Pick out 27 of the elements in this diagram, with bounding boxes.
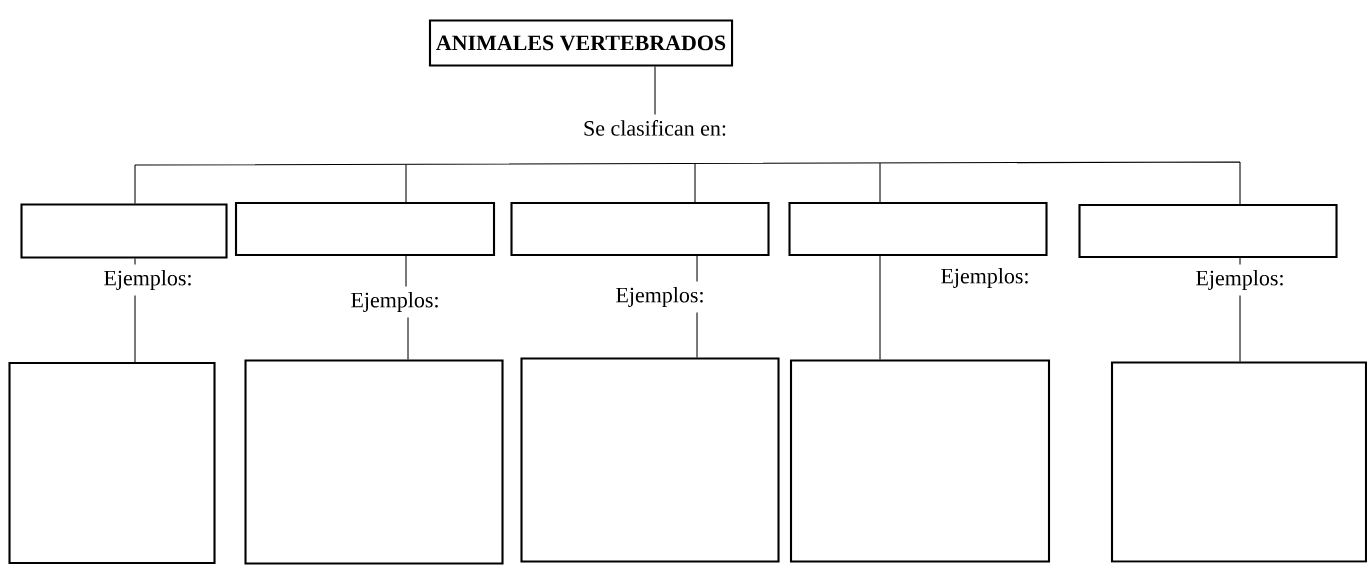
answer-box <box>1110 361 1367 563</box>
example-label: Ejemplos: <box>104 270 191 290</box>
connector-line <box>879 255 881 360</box>
connector-line <box>134 258 136 265</box>
heading-text: Se clasifican en: <box>584 120 726 136</box>
example-label: Ejemplos: <box>1196 270 1283 290</box>
answer-box <box>20 203 228 259</box>
answer-box <box>8 361 216 565</box>
answer-box <box>1078 203 1338 259</box>
answer-box <box>520 357 780 563</box>
answer-box <box>789 359 1051 563</box>
answer-box <box>244 359 504 565</box>
connector-line <box>696 312 698 358</box>
connector-line <box>1239 257 1241 265</box>
answer-box <box>510 201 770 257</box>
connector-line <box>405 255 407 287</box>
answer-box <box>234 201 496 257</box>
connector-line <box>696 255 698 282</box>
connector-line <box>407 317 409 360</box>
edge-label: Ejemplos: <box>936 264 1034 292</box>
connector-line <box>1239 295 1241 362</box>
example-label: Ejemplos: <box>351 292 438 312</box>
answer-box <box>788 201 1048 257</box>
example-label: Ejemplos: <box>616 287 703 307</box>
title-box: ANIMALES VERTEBRADOS <box>428 19 734 67</box>
connector-line <box>654 66 656 115</box>
connector-line <box>134 295 136 363</box>
